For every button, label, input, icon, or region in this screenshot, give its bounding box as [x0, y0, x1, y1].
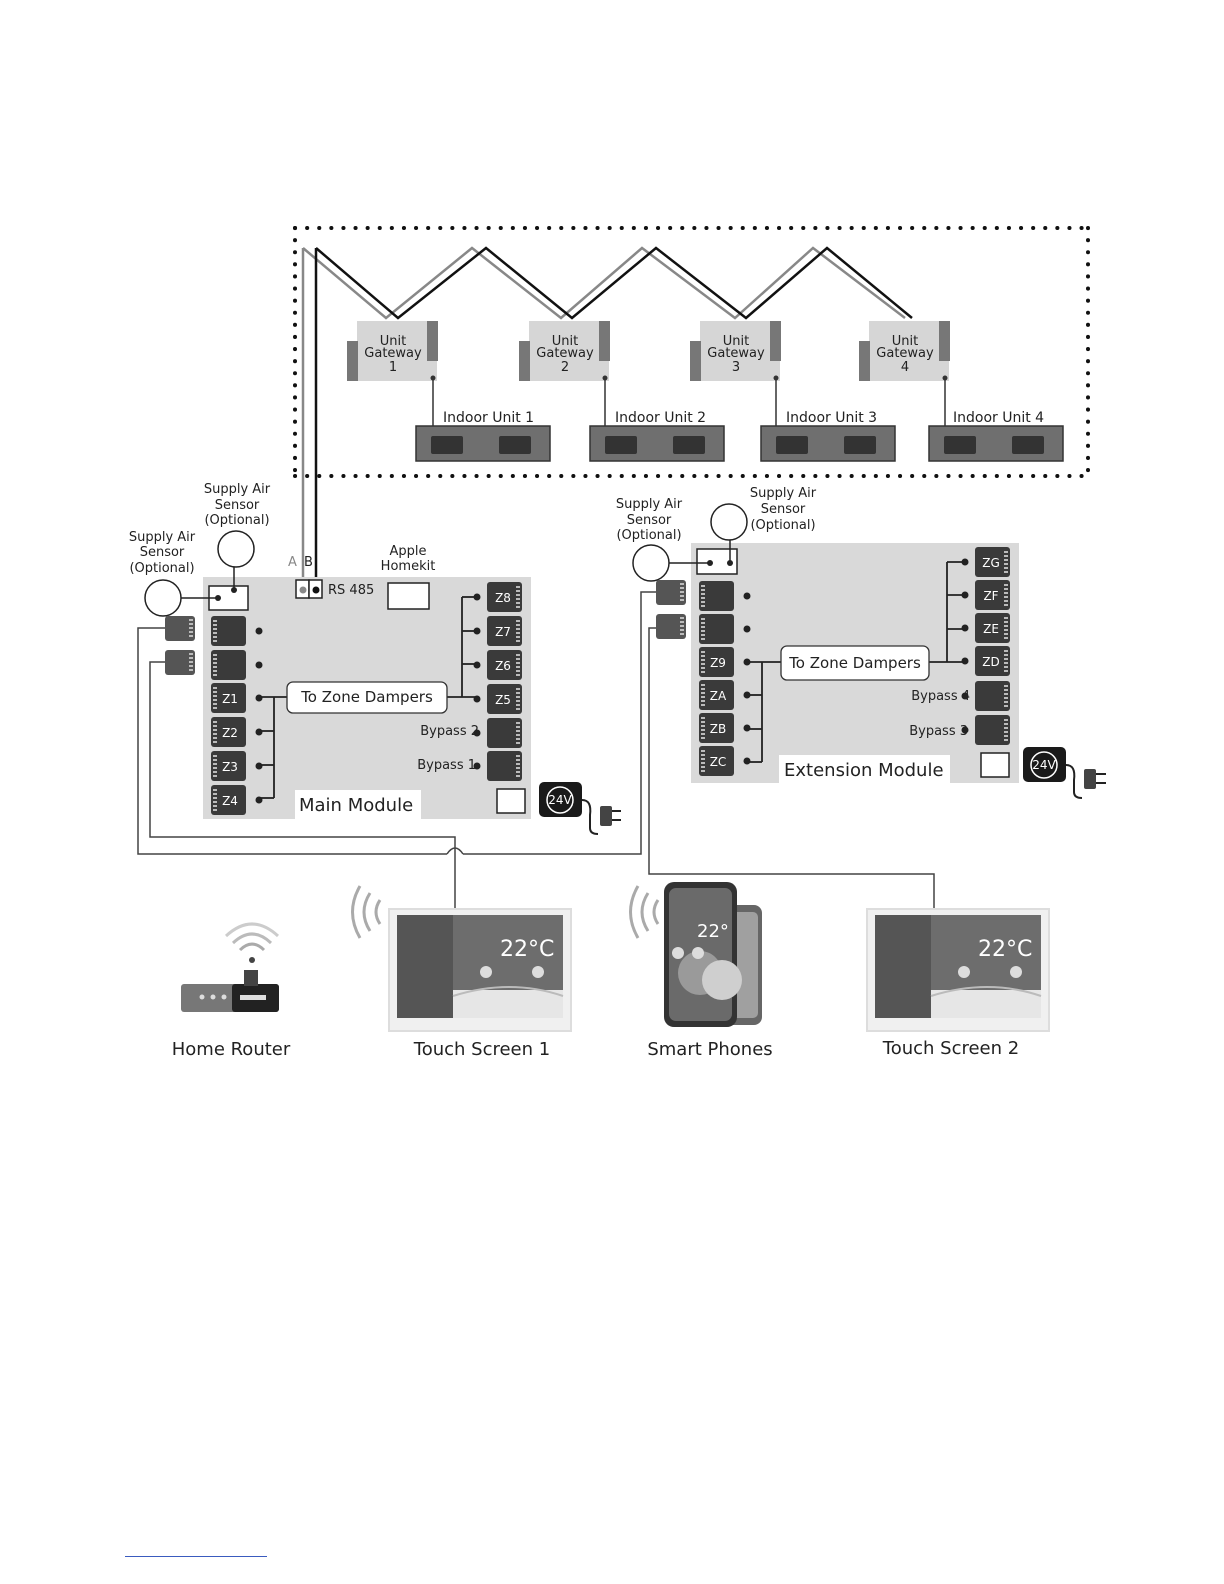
svg-text:Supply Air: Supply Air [129, 530, 196, 545]
gateway-3-label: Unit Gateway 3 [707, 334, 765, 375]
sensor-label-ext-left: Supply Air Sensor (Optional) [616, 497, 683, 543]
phone-temp: 22° [697, 921, 729, 942]
footnote-rule [125, 1556, 267, 1557]
indoor-unit-3-label: Indoor Unit 3 [786, 410, 877, 426]
smart-phones-label: Smart Phones [647, 1039, 772, 1060]
apple-label-1: Apple [389, 544, 426, 559]
label-b: B [304, 555, 313, 570]
svg-text:Gateway: Gateway [707, 346, 765, 361]
gateway-4-label: Unit Gateway 4 [876, 334, 934, 375]
svg-text:Sensor: Sensor [761, 502, 806, 517]
ext-to-zone-dampers-label: To Zone Dampers [788, 654, 921, 672]
svg-text:3: 3 [732, 360, 740, 375]
ext-power-label: 24V [1032, 758, 1056, 772]
indoor-unit-1-label: Indoor Unit 1 [443, 410, 534, 426]
svg-text:Sensor: Sensor [215, 498, 260, 513]
svg-text:Gateway: Gateway [876, 346, 934, 361]
main-power-label: 24V [548, 793, 572, 807]
indoor-unit-2-label: Indoor Unit 2 [615, 410, 706, 426]
bypass-4-label: Bypass 4 [911, 689, 970, 704]
home-router-label: Home Router [172, 1039, 291, 1060]
svg-text:Sensor: Sensor [140, 545, 185, 560]
svg-text:(Optional): (Optional) [616, 528, 681, 543]
touch-screen-1-label: Touch Screen 1 [413, 1039, 550, 1060]
svg-text:Supply Air: Supply Air [204, 482, 271, 497]
label-a: A [288, 555, 297, 570]
sensor-label-main-top: Supply Air Sensor (Optional) [204, 482, 271, 528]
touch-1-temp: 22°C [500, 937, 554, 962]
apple-label-2: Homekit [381, 559, 436, 574]
svg-text:Sensor: Sensor [627, 513, 672, 528]
touch-screen-2-label: Touch Screen 2 [882, 1038, 1019, 1059]
svg-text:Supply Air: Supply Air [616, 497, 683, 512]
main-to-zone-dampers-label: To Zone Dampers [300, 688, 433, 706]
touch-2-temp: 22°C [978, 937, 1032, 962]
sensor-label-main-left: Supply Air Sensor (Optional) [129, 530, 196, 576]
bypass-3-label: Bypass 3 [909, 724, 968, 739]
svg-text:(Optional): (Optional) [750, 518, 815, 533]
main-module-title: Main Module [299, 795, 413, 816]
rs485-label: RS 485 [328, 583, 374, 598]
bypass-1-label: Bypass 1 [417, 758, 476, 773]
svg-text:4: 4 [901, 360, 909, 375]
gateway-1-label: Unit Gateway 1 [364, 334, 422, 375]
gateway-2-label: Unit Gateway 2 [536, 334, 594, 375]
svg-text:Supply Air: Supply Air [750, 486, 817, 501]
extension-module-title: Extension Module [784, 760, 944, 781]
indoor-unit-4-label: Indoor Unit 4 [953, 410, 1044, 426]
svg-text:(Optional): (Optional) [204, 513, 269, 528]
sensor-label-ext-top: Supply Air Sensor (Optional) [750, 486, 817, 533]
bypass-2-label: Bypass 2 [420, 724, 479, 739]
svg-text:Gateway: Gateway [536, 346, 594, 361]
svg-text:(Optional): (Optional) [129, 561, 194, 576]
svg-text:1: 1 [389, 360, 397, 375]
svg-text:2: 2 [561, 360, 569, 375]
svg-text:Gateway: Gateway [364, 346, 422, 361]
